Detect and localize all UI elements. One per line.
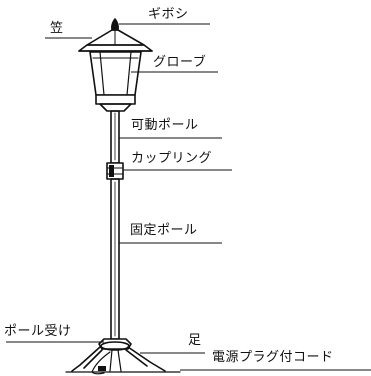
finial-shape (111, 18, 119, 31)
label-finial: ギボシ (148, 7, 189, 22)
leg-shape-right (125, 346, 166, 372)
label-movable-pole: 可動ポール (131, 118, 199, 133)
pole-receiver-shape (98, 338, 132, 350)
label-coupling: カップリング (131, 151, 213, 166)
label-power-cord: 電源プラグ付コード (212, 350, 334, 365)
label-fixed-pole: 固定ポール (130, 223, 198, 238)
label-leg: 足 (188, 333, 202, 348)
label-globe: グローブ (153, 55, 207, 70)
label-hood: 笠 (50, 21, 64, 36)
leg-shape-left (71, 346, 103, 372)
label-pole-receiver: ポール受け (4, 324, 72, 339)
